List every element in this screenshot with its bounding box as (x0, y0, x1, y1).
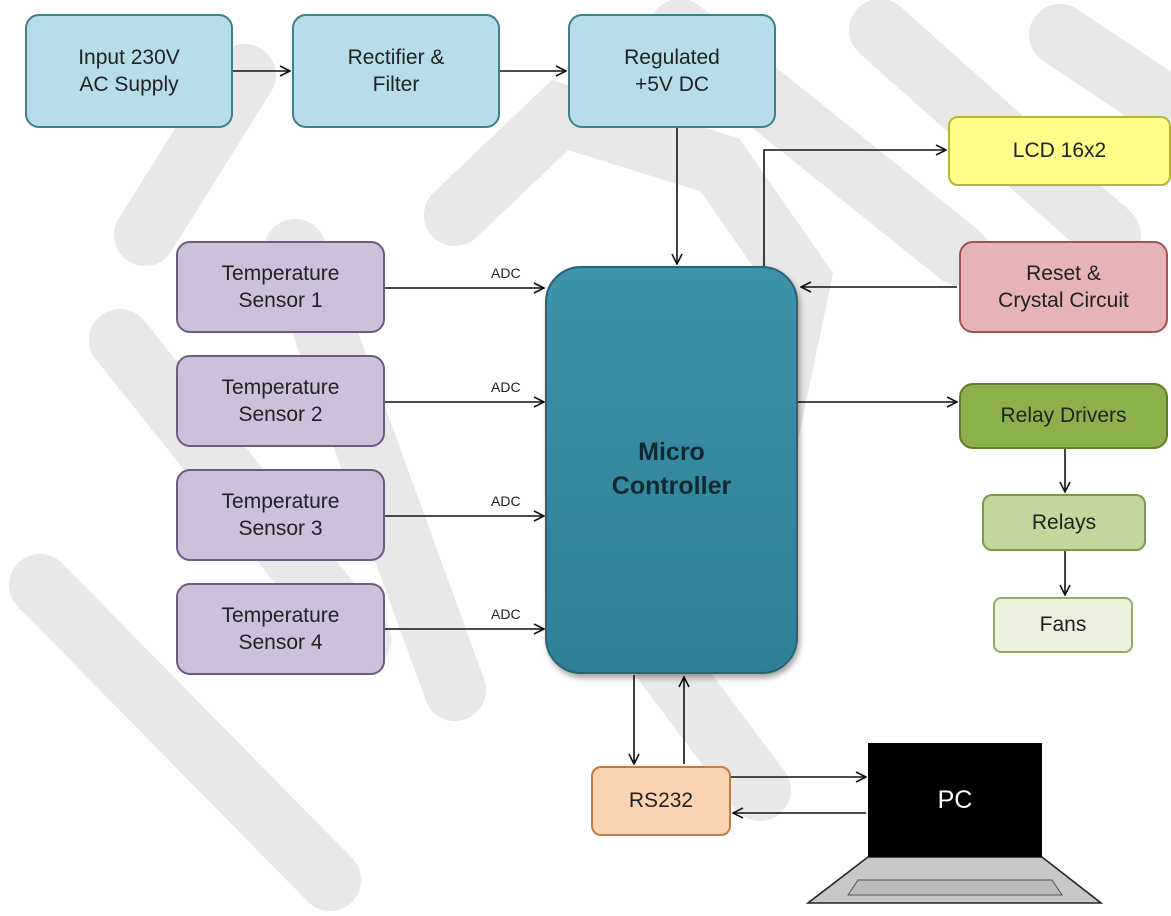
fans-block: Fans (993, 597, 1133, 653)
lcd-16x2-block: LCD 16x2 (948, 116, 1171, 186)
relay-drivers-block: Relay Drivers (959, 383, 1168, 449)
relays-block: Relays (982, 494, 1146, 551)
temperature-sensor-4-block: Temperature Sensor 4 (176, 583, 385, 675)
adc-label-3: ADC (491, 493, 521, 509)
temperature-sensor-1-block: Temperature Sensor 1 (176, 241, 385, 333)
regulated-5v-block: Regulated +5V DC (568, 14, 776, 128)
adc-label-1: ADC (491, 265, 521, 281)
adc-label-4: ADC (491, 606, 521, 622)
reset-crystal-block: Reset & Crystal Circuit (959, 241, 1168, 333)
pc-laptop-screen: PC (868, 743, 1042, 857)
adc-label-2: ADC (491, 379, 521, 395)
pc-label: PC (937, 785, 973, 814)
input-230v-ac-block: Input 230V AC Supply (25, 14, 233, 128)
arrow-mcu-to-lcd (763, 150, 946, 266)
temperature-sensor-2-block: Temperature Sensor 2 (176, 355, 385, 447)
laptop-base (805, 856, 1104, 904)
micro-controller-block: Micro Controller (545, 266, 798, 674)
rectifier-filter-block: Rectifier & Filter (292, 14, 500, 128)
rs232-block: RS232 (591, 766, 731, 836)
temperature-sensor-3-block: Temperature Sensor 3 (176, 469, 385, 561)
